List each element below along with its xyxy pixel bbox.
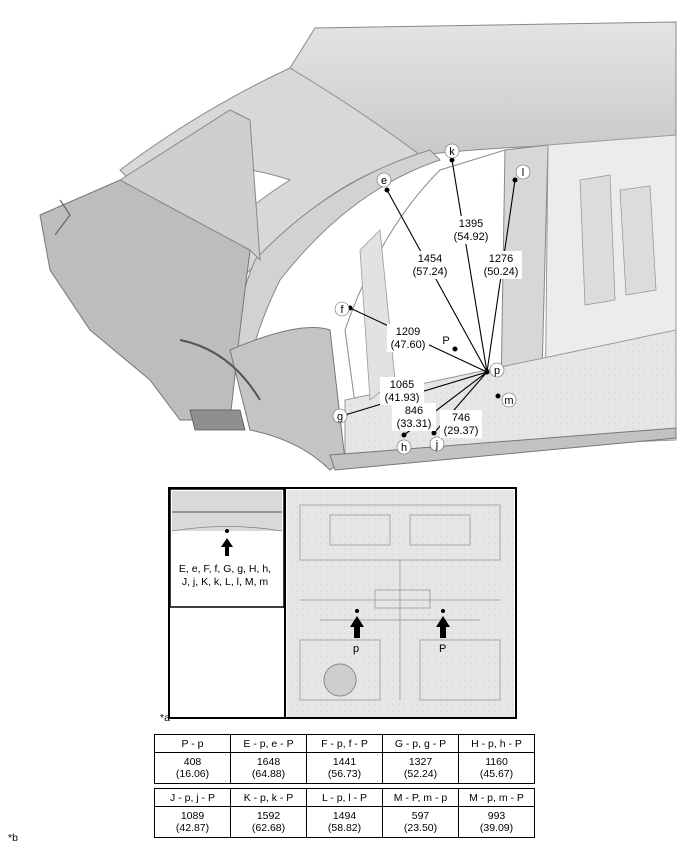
arrow-up-icon: [221, 538, 233, 556]
table-cell: 1494(58.82): [306, 806, 383, 838]
svg-text:g: g: [337, 411, 343, 423]
point-p: [484, 369, 490, 375]
measurement-p-e: 1454 (57.24): [408, 251, 452, 279]
point-h: [401, 432, 407, 438]
legend-line-1: E, e, F, f, G, g, H, h,: [178, 563, 272, 575]
table-header: K - p, k - P: [230, 788, 307, 807]
point-label-k: k: [444, 143, 460, 159]
table-header: E - p, e - P: [230, 734, 307, 753]
table-header-row: P - p E - p, e - P F - p, f - P G - p, g…: [154, 734, 535, 753]
table-header: H - p, h - P: [458, 734, 535, 753]
table-header: L - p, l - P: [306, 788, 383, 807]
point-label-l: l: [515, 164, 531, 180]
svg-text:(33.31): (33.31): [397, 418, 432, 430]
svg-text:846: 846: [405, 405, 423, 417]
svg-text:(29.37): (29.37): [444, 425, 479, 437]
svg-text:(50.24): (50.24): [484, 266, 519, 278]
svg-text:m: m: [504, 395, 513, 407]
point-label-p: p: [489, 362, 505, 378]
arrow-up-icon: [350, 616, 364, 638]
svg-text:(47.60): (47.60): [391, 339, 426, 351]
hole-point: [225, 529, 229, 533]
table-cell: 1648(64.88): [230, 752, 307, 784]
measurement-p-g: 1065 (41.93): [380, 377, 424, 405]
line-p-k: [451, 159, 488, 373]
point-l: [512, 177, 518, 183]
table-header: F - p, f - P: [306, 734, 383, 753]
table-cell: 1441(56.73): [306, 752, 383, 784]
table-header: G - p, g - P: [382, 734, 459, 753]
svg-text:k: k: [449, 146, 455, 158]
table-cell: 993(39.09): [458, 806, 535, 838]
floor-label-P: P: [439, 643, 446, 655]
measurement-p-k: 1395 (54.92): [450, 216, 492, 244]
table-cell: 597(23.50): [382, 806, 459, 838]
point-j: [431, 430, 437, 436]
arrow-up-icon: [436, 616, 450, 638]
floor-point-p: [355, 609, 359, 613]
point-label-j: j: [429, 436, 445, 452]
svg-text:(54.92): (54.92): [454, 231, 489, 243]
table-cell: 1089(42.87): [154, 806, 231, 838]
measurement-p-f: 1209 (47.60): [387, 324, 429, 352]
svg-text:1276: 1276: [489, 253, 513, 265]
table-value-row: 408(16.06) 1648(64.88) 1441(56.73) 1327(…: [154, 752, 535, 784]
svg-text:1065: 1065: [390, 379, 414, 391]
point-labels: k e l f P p g m h j: [332, 143, 531, 455]
line-p-e: [386, 189, 488, 373]
measurement-p-j: 746 (29.37): [440, 410, 482, 438]
svg-text:e: e: [381, 175, 387, 187]
measurement-values: 1395 (54.92) 1454 (57.24) 1276 (50.24) 1…: [380, 216, 522, 438]
point-label-m: m: [501, 392, 517, 408]
svg-text:h: h: [401, 442, 407, 454]
measurement-p-l: 1276 (50.24): [480, 251, 522, 279]
table-header: M - p, m - P: [458, 788, 535, 807]
svg-text:1454: 1454: [418, 253, 442, 265]
marker-b: *b: [8, 832, 18, 844]
table-cell: 1160(45.67): [458, 752, 535, 784]
svg-text:(57.24): (57.24): [413, 266, 448, 278]
svg-text:f: f: [340, 304, 344, 316]
table-header: P - p: [154, 734, 231, 753]
legend-line-2: J, j, K, k, L, l, M, m: [181, 576, 269, 588]
floor-point-P: [441, 609, 445, 613]
section-band: [172, 491, 282, 531]
dimension-table-2: J - p, j - P K - p, k - P L - p, l - P M…: [154, 788, 535, 838]
dimension-table-1: P - p E - p, e - P F - p, f - P G - p, g…: [154, 734, 535, 784]
car-body-illustration: [39, 21, 677, 471]
table-header: M - P, m - p: [382, 788, 459, 807]
measurement-p-h: 846 (33.31): [392, 403, 436, 431]
table-cell: 408(16.06): [154, 752, 231, 784]
table-value-row: 1089(42.87) 1592(62.68) 1494(58.82) 597(…: [154, 806, 535, 838]
table-header-row: J - p, j - P K - p, k - P L - p, l - P M…: [154, 788, 535, 807]
svg-text:j: j: [435, 439, 438, 451]
table-cell: 1592(62.68): [230, 806, 307, 838]
floor-label-p: p: [353, 643, 359, 655]
legend-text: E, e, F, f, G, g, H, h, J, j, K, k, L, l…: [170, 563, 280, 589]
marker-a: *a: [160, 712, 170, 724]
svg-text:1209: 1209: [396, 326, 420, 338]
svg-text:(41.93): (41.93): [385, 392, 420, 404]
point-label-g: g: [332, 408, 348, 424]
point-m: [495, 393, 501, 399]
point-label-f: f: [334, 301, 350, 317]
svg-text:P: P: [442, 335, 449, 347]
table-cell: 1327(52.24): [382, 752, 459, 784]
svg-text:1395: 1395: [459, 218, 483, 230]
point-label-P: P: [440, 334, 452, 347]
inset-panel: p P: [168, 487, 517, 719]
svg-text:746: 746: [452, 412, 470, 424]
point-k: [449, 157, 455, 163]
svg-text:l: l: [522, 167, 524, 179]
svg-text:p: p: [494, 365, 500, 377]
point-e: [384, 187, 390, 193]
point-label-e: e: [376, 172, 392, 188]
point-P: [452, 346, 458, 352]
point-label-h: h: [396, 439, 412, 455]
table-header: J - p, j - P: [154, 788, 231, 807]
